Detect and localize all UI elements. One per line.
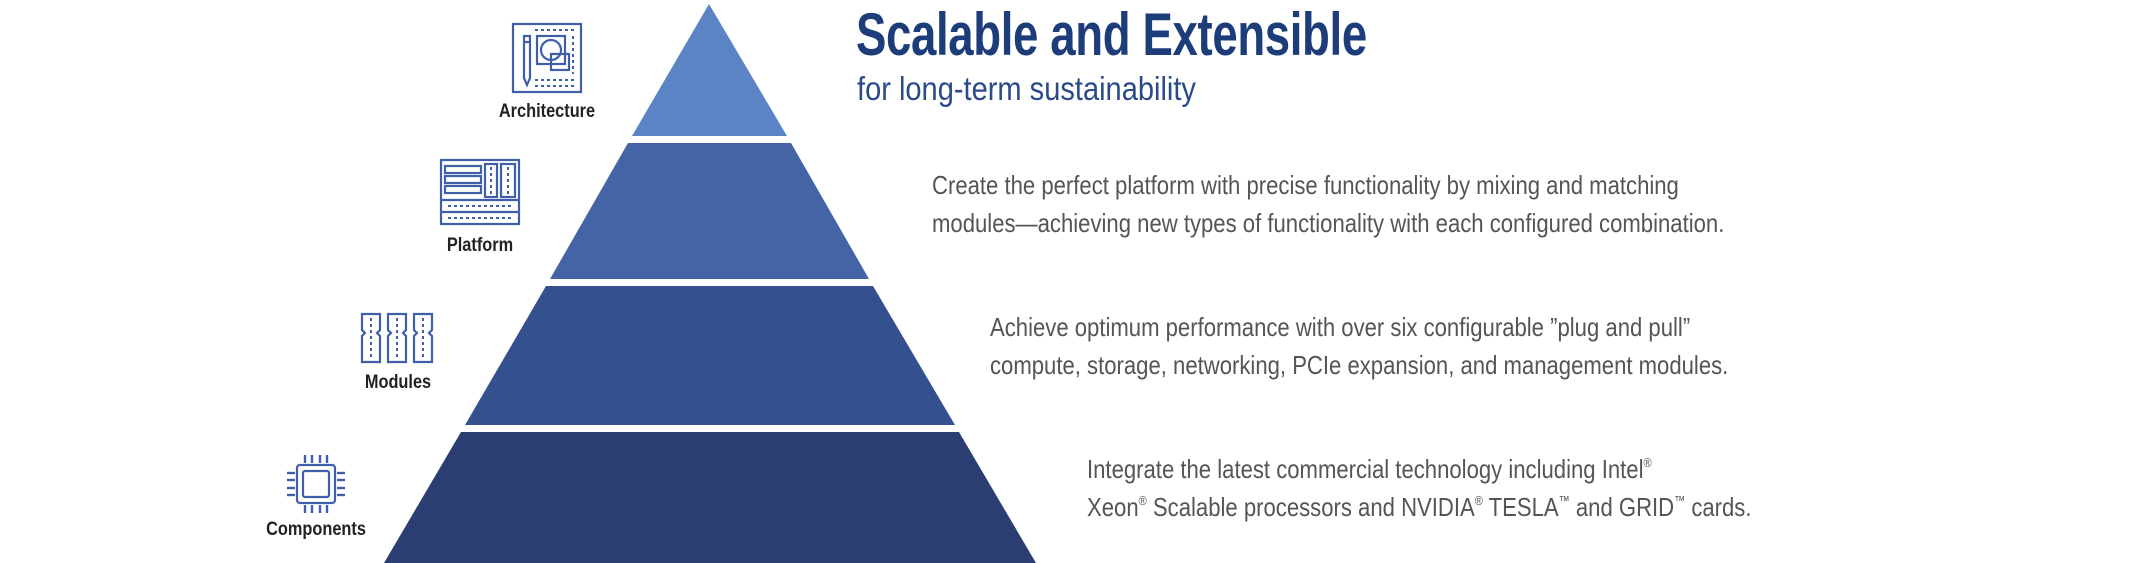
page-title: Scalable and Extensible	[856, 1, 1367, 68]
components-text-intel: Integrate the latest commercial technolo…	[1087, 454, 1644, 484]
pyramid-tier-architecture	[632, 4, 787, 136]
pyramid-tier-components	[384, 432, 1036, 563]
page-subtitle: for long-term sustainability	[857, 70, 1196, 107]
tier-label-components: Components	[266, 519, 366, 540]
trademark-mark: ™	[1558, 492, 1570, 508]
blueprint-icon	[511, 22, 583, 94]
platform-description-line-1: Create the perfect platform with precise…	[932, 170, 1679, 200]
server-chassis-icon	[439, 158, 521, 226]
components-description-line-2: Xeon® Scalable processors and NVIDIA® TE…	[1087, 488, 1752, 526]
components-text-tesla: TESLA	[1482, 492, 1559, 522]
modules-description: Achieve optimum performance with over si…	[990, 308, 1728, 384]
trademark-mark: ™	[1674, 492, 1686, 508]
components-text-scalable: Scalable processors and NVIDIA	[1146, 492, 1475, 522]
tier-label-platform: Platform	[446, 235, 514, 256]
components-description-line-1: Integrate the latest commercial technolo…	[1087, 450, 1752, 488]
modules-description-line-1: Achieve optimum performance with over si…	[990, 312, 1691, 342]
registered-mark: ®	[1643, 454, 1652, 470]
modules-description-line-2: compute, storage, networking, PCIe expan…	[990, 350, 1729, 380]
modules-icon	[360, 312, 434, 364]
tier-label-modules: Modules	[364, 372, 432, 393]
components-description: Integrate the latest commercial technolo…	[1087, 450, 1752, 526]
registered-mark: ®	[1474, 492, 1483, 508]
components-text-cards: cards.	[1685, 492, 1752, 522]
tier-label-architecture: Architecture	[498, 101, 596, 122]
registered-mark: ®	[1138, 492, 1147, 508]
chip-icon	[287, 455, 345, 513]
platform-description-line-2: modules—achieving new types of functiona…	[932, 208, 1725, 238]
platform-description: Create the perfect platform with precise…	[932, 166, 1724, 242]
components-text-grid: and GRID	[1569, 492, 1675, 522]
pyramid-tier-platform	[550, 143, 869, 279]
components-text-xeon: Xeon	[1087, 492, 1139, 522]
pyramid-tier-modules	[465, 286, 955, 425]
